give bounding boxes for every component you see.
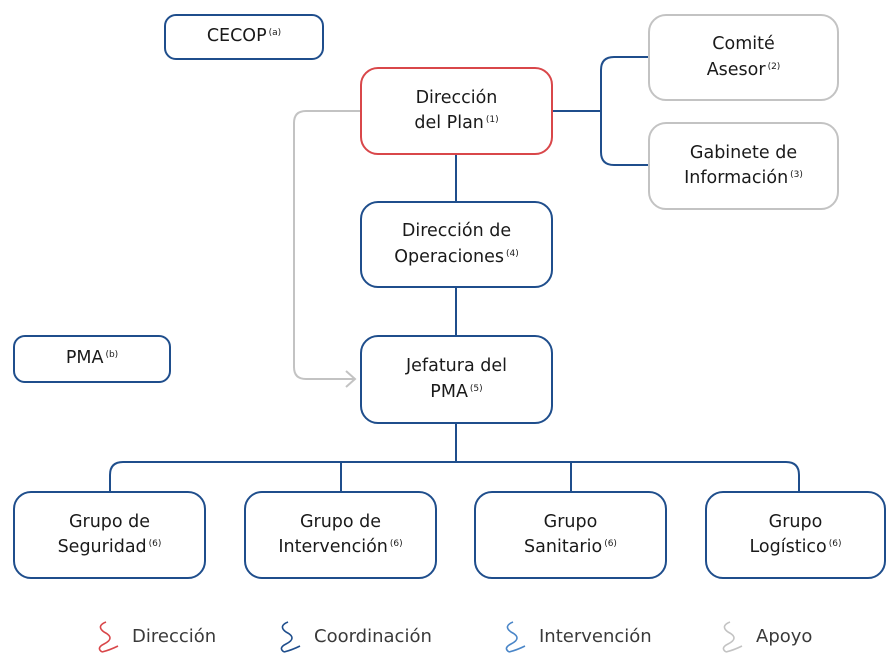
grupo-sanitario-box: Grupo Sanitario(6) bbox=[474, 491, 667, 579]
support-arrow bbox=[293, 110, 361, 380]
direccion-plan-box: Dirección del Plan(1) bbox=[360, 67, 553, 155]
pma-label: PMA bbox=[65, 348, 104, 369]
gabinete-informacion-box: Gabinete de Información(3) bbox=[648, 122, 839, 210]
support-bracket bbox=[600, 56, 648, 166]
pma-note: (b) bbox=[105, 350, 119, 361]
legend-item-intervencion: Intervención bbox=[499, 616, 652, 656]
direccion-plan-note: (1) bbox=[485, 115, 499, 125]
grupo-logistico-line1: Grupo bbox=[768, 511, 823, 532]
jefatura-note: (5) bbox=[469, 383, 483, 394]
cecop-label: CECOP bbox=[206, 26, 267, 47]
legend-label-direccion: Dirección bbox=[132, 625, 217, 647]
groups-bus bbox=[109, 461, 800, 491]
jefatura-line2: PMA bbox=[430, 381, 468, 402]
grupo-logistico-note: (6) bbox=[828, 539, 842, 549]
grupo-seguridad-note: (6) bbox=[148, 539, 162, 549]
grupo-logistico-box: Grupo Logístico(6) bbox=[705, 491, 886, 579]
grupo-logistico-line2: Logístico bbox=[749, 537, 827, 557]
arrow-symbol-icon bbox=[722, 621, 743, 653]
direccion-operaciones-line2: Operaciones bbox=[394, 246, 504, 267]
grupo-sanitario-note: (6) bbox=[604, 539, 617, 549]
direccion-operaciones-note: (4) bbox=[505, 248, 519, 259]
cecop-note: (a) bbox=[268, 28, 282, 39]
grupo-intervencion-line2: Intervención bbox=[278, 537, 388, 557]
grupo-intervencion-line1: Grupo de bbox=[299, 511, 382, 532]
direccion-plan-line2: del Plan bbox=[414, 113, 484, 133]
grupo-intervencion-box: Grupo de Intervención(6) bbox=[244, 491, 437, 579]
comite-asesor-box: Comité Asesor(2) bbox=[648, 14, 839, 101]
grupo-seguridad-line1: Grupo de bbox=[68, 511, 151, 532]
pma-box: PMA(b) bbox=[13, 335, 171, 383]
direccion-plan-line1: Dirección bbox=[415, 87, 498, 108]
legend-item-apoyo: Apoyo bbox=[716, 616, 812, 656]
direccion-operaciones-box: Dirección de Operaciones(4) bbox=[360, 201, 553, 288]
arrow-symbol-icon bbox=[98, 621, 119, 653]
grupo-intervencion-note: (6) bbox=[389, 539, 403, 549]
arrow-symbol-icon bbox=[280, 621, 301, 653]
gabinete-note: (3) bbox=[790, 170, 803, 180]
jefatura-line1: Jefatura del bbox=[406, 356, 507, 377]
gabinete-line1: Gabinete de bbox=[689, 142, 798, 163]
comite-line2: Asesor bbox=[706, 59, 766, 80]
grupo-sanitario-line1: Grupo bbox=[543, 511, 598, 532]
arrow-symbol-icon bbox=[505, 621, 526, 653]
direccion-operaciones-line1: Dirección de bbox=[401, 221, 512, 242]
gabinete-line2: Información bbox=[684, 168, 789, 188]
legend-item-coordinacion: Coordinación bbox=[274, 616, 432, 656]
legend-item-direccion: Dirección bbox=[92, 616, 216, 656]
grupo-seguridad-line2: Seguridad bbox=[57, 537, 147, 557]
grupo-seguridad-box: Grupo de Seguridad(6) bbox=[13, 491, 206, 579]
cecop-box: CECOP(a) bbox=[164, 14, 324, 60]
legend-label-intervencion: Intervención bbox=[539, 625, 652, 647]
support-arrowhead bbox=[345, 370, 357, 388]
legend-label-coordinacion: Coordinación bbox=[314, 625, 432, 647]
comite-line1: Comité bbox=[712, 34, 775, 55]
legend-label-apoyo: Apoyo bbox=[756, 625, 813, 647]
comite-note: (2) bbox=[767, 61, 781, 72]
jefatura-pma-box: Jefatura del PMA(5) bbox=[360, 335, 553, 424]
grupo-sanitario-line2: Sanitario bbox=[524, 537, 603, 557]
